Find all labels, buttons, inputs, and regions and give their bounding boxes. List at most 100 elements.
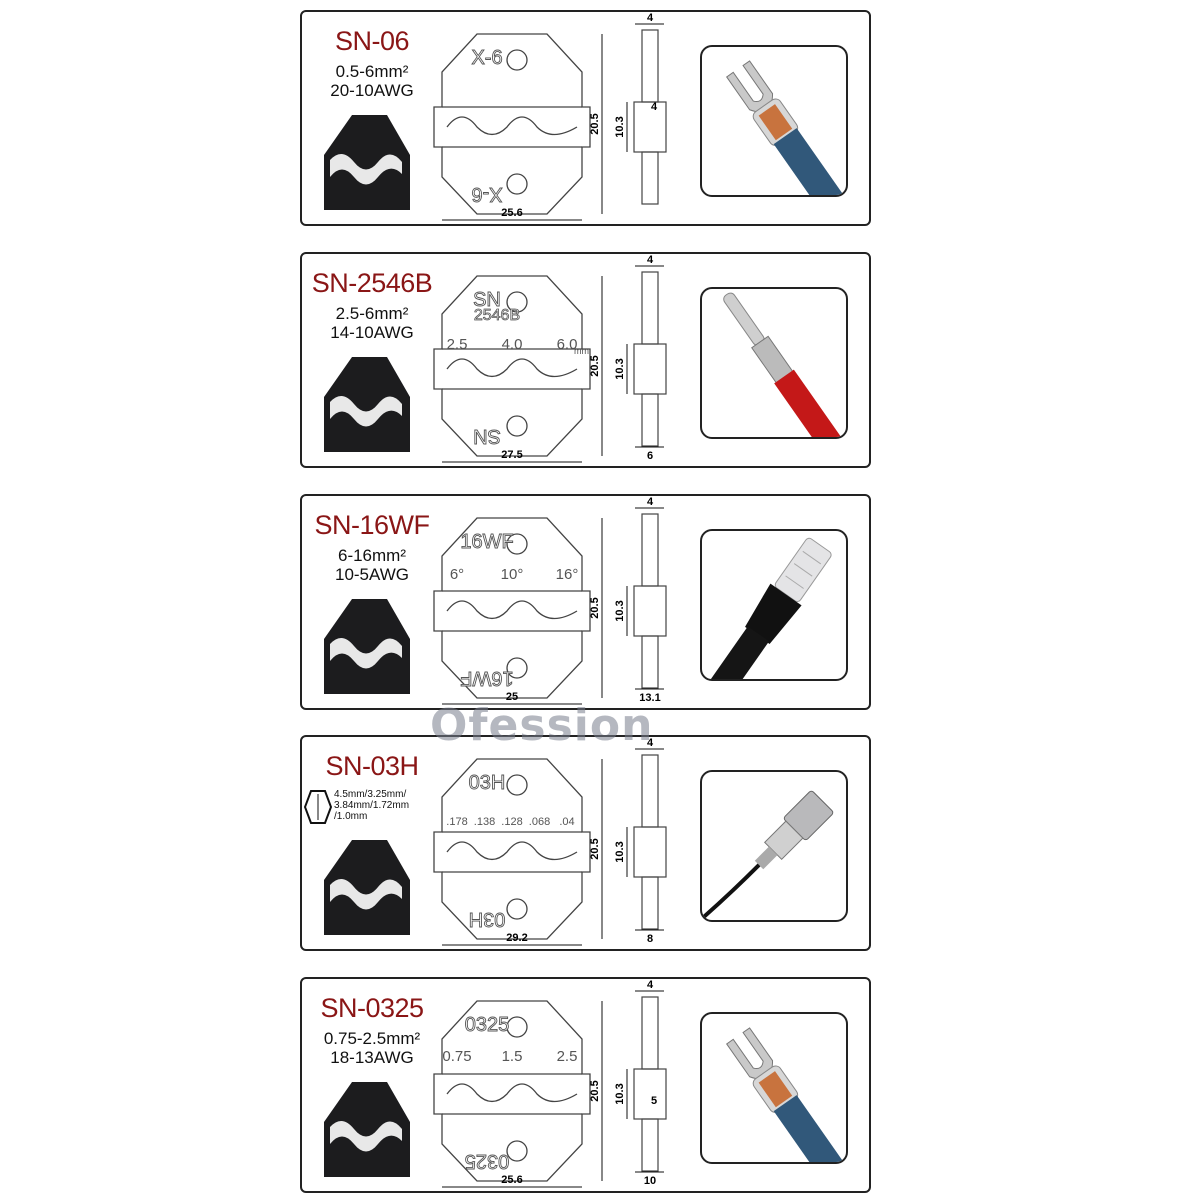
dim-top: 4 [647,737,654,749]
die-panel-sn-03h: SN-03H 4.5mm/3.25mm/3.84mm/1.72mm/1.0mm … [300,735,871,951]
crimp-size-label: 6.0 [557,336,578,353]
die-label-top: 0325 [465,1014,510,1036]
dim-bottom: 6 [647,450,653,462]
dim-top: 4 [647,254,654,266]
dim-inner-height: 10.3 [614,600,626,621]
dim-height: 20.5 [589,113,601,134]
product-photo [700,45,848,197]
dim-top: 4 [647,979,654,991]
model-title: SN-16WF [314,510,430,540]
dim-bottom: 8 [647,933,653,945]
crimp-size-label: .178 [446,816,467,828]
die-drawings: 03H 03H .178 .138 .128 .068 .04 29.2 20.5 10… [324,737,667,946]
crimp-size-label: .04 [559,816,574,828]
pin-terminal-icon [702,292,846,437]
unit-label: mm [574,346,589,356]
side-profile-drawing [633,271,667,447]
hexagon-icon [304,790,332,824]
crimp-size-label: 1.5 [502,1048,523,1065]
dim-top: 4 [647,496,654,508]
bnc-connector-icon [702,790,846,920]
die-photo [324,599,410,694]
spec-line: /1.0mm [334,811,368,822]
crimp-size-label: 6° [450,566,464,583]
dim-width: 29.2 [506,932,527,944]
die-outline-drawing [433,33,591,215]
die-outline-drawing [433,1000,591,1182]
spec-line: 3.84mm/1.72mm [334,800,410,811]
dim-height: 20.5 [589,355,601,376]
dim-height: 20.5 [589,1080,601,1101]
dim-inner-height: 10.3 [614,1083,626,1104]
product-photo [700,287,848,439]
die-photo [324,115,410,210]
crimp-size-label: .128 [501,816,522,828]
die-label-bottom: 0325 [465,1150,510,1172]
model-title: SN-06 [334,26,410,56]
crimp-size-label: .138 [474,816,495,828]
die-label-top: SN [473,289,501,311]
model-title: SN-2546B [311,268,433,298]
die-label-top: X-6 [471,47,502,69]
spec-line: 20-10AWG [330,81,414,100]
product-photo [700,1012,848,1164]
watermark: Ofession [430,700,654,751]
die-label-bottom: X-6 [471,183,502,205]
die-label-top: 03H [469,772,506,794]
model-title: SN-0325 [320,993,424,1023]
dim-bottom: 13.1 [639,692,660,704]
dim-height: 20.5 [589,838,601,859]
product-photo [700,770,848,922]
spec-line: 0.5-6mm² [335,62,409,81]
die-label-bottom: 16WF [460,667,513,689]
product-photo [700,529,848,681]
crimp-size-label: .068 [529,816,550,828]
dim-width: 25.6 [501,1174,522,1186]
die-drawings: X-6 X-6 25.6 20.5 10.3 4 4 [324,12,667,221]
dim-height: 20.5 [589,597,601,618]
die-label-2: 2546B [474,307,520,324]
dim-bottom: 10 [644,1175,656,1187]
crimp-size-label: 2.5 [557,1048,578,1065]
dim-inner-height: 10.3 [614,841,626,862]
crimp-size-label: 4.0 [502,336,523,353]
die-outline-drawing [433,275,591,457]
die-photo [324,1082,410,1177]
side-profile-drawing [633,754,667,930]
dim-width: 27.5 [501,449,522,461]
crimp-size-label: 2.5 [447,336,468,353]
side-profile-drawing [633,996,667,1172]
hex-spec: 4.5mm/3.25mm/3.84mm/1.72mm/1.0mm [304,787,444,827]
side-profile-drawing [633,513,667,689]
side-profile-drawing [633,29,667,205]
spec-line: 14-10AWG [330,323,414,342]
die-label-bottom: 03H [469,908,506,930]
die-outline-drawing [433,758,591,940]
crimp-size-label: 16° [556,566,579,583]
dim-mid: 5 [651,1095,657,1107]
spec-line: 10-5AWG [334,565,409,584]
dim-top: 4 [647,12,654,24]
die-label-top: 16WF [460,531,513,553]
dim-inner-height: 10.3 [614,358,626,379]
spec-line: 0.75-2.5mm² [323,1029,421,1048]
die-drawings: 16WF 16WF 6°10°16° 25 20.5 10.3 4 13.1 [324,496,667,705]
die-photo [324,840,410,935]
dim-width: 25.6 [501,207,522,219]
die-photo [324,357,410,452]
die-label-bottom: SN [473,425,501,447]
spec-line: 2.5-6mm² [335,304,409,323]
spec-line: 18-13AWG [330,1048,414,1067]
die-outline-drawing [433,517,591,699]
dim-mid: 4 [651,101,658,113]
